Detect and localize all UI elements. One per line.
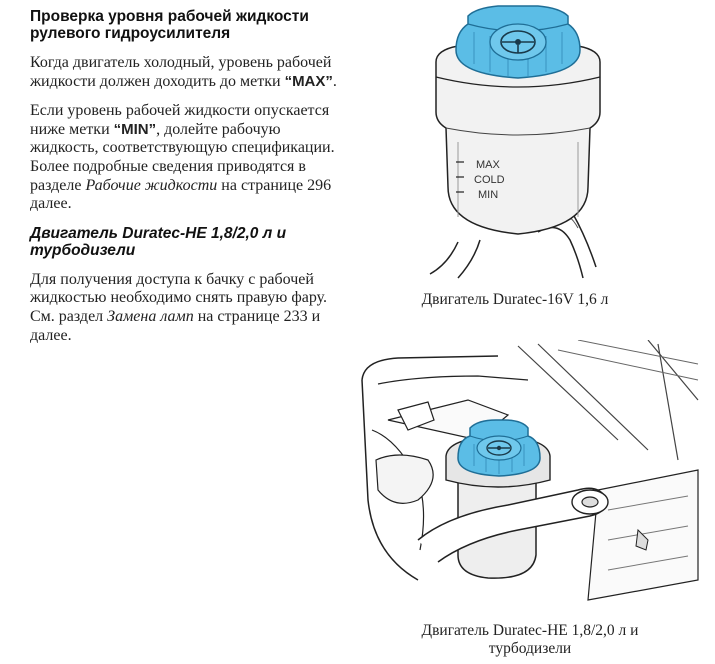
paragraph-min-level: Если уровень рабочей жидкости опускается…: [30, 102, 340, 214]
para3-end: на странице 233 и далее.: [30, 307, 321, 344]
figure2-caption-line2: турбодизели: [488, 640, 572, 657]
figure2-caption-line1: Двигатель Duratec-HE 1,8/2,0 л и: [421, 622, 639, 639]
para2-end: на странице 296 далее.: [30, 176, 332, 213]
text-column: Проверка уровня рабочей жидкости рулевог…: [30, 8, 340, 356]
paragraph-max-level: Когда двигатель холодный, уровень рабоче…: [30, 54, 340, 91]
section-heading-power-steering: Проверка уровня рабочей жидкости рулевог…: [30, 8, 309, 42]
figure1-caption: Двигатель Duratec-16V 1,6 л: [421, 291, 609, 308]
reservoir-cap: [455, 5, 581, 79]
engine-bay-illustration: [361, 340, 699, 601]
para2-text2: , долейте рабочую жидкость, соответствую…: [30, 120, 335, 194]
figure-reservoir-16v: MAX COLD MIN: [418, 2, 618, 282]
para1-text: Когда двигатель холодный, уровень рабоче…: [30, 54, 332, 90]
max-mark-label: “MAX”: [284, 72, 333, 90]
lamp-replacement-reference: Замена ламп: [107, 307, 194, 325]
min-level-label: MIN: [478, 189, 498, 201]
para2-text: Если уровень рабочей жидкости опускается…: [30, 102, 330, 138]
figure2-caption: Двигатель Duratec-HE 1,8/2,0 л и турбоди…: [360, 622, 700, 658]
section-heading-duratec-he: Двигатель Duratec-HE 1,8/2,0 л и турбоди…: [30, 224, 287, 259]
reservoir-16v-illustration: MAX COLD MIN: [429, 5, 601, 279]
para1-end: .: [332, 72, 337, 90]
cold-level-label: COLD: [474, 174, 505, 186]
max-level-label: MAX: [476, 159, 501, 171]
min-mark-label: “MIN”: [113, 120, 157, 138]
fluids-reference: Рабочие жидкости: [85, 176, 218, 194]
figure-reservoir-duratec-he: [358, 340, 702, 610]
paragraph-access: Для получения доступа к бачку с рабочей …: [30, 271, 340, 345]
para3-text: Для получения доступа к бачку с рабочей …: [30, 270, 328, 325]
reservoir-cap: [457, 419, 541, 477]
